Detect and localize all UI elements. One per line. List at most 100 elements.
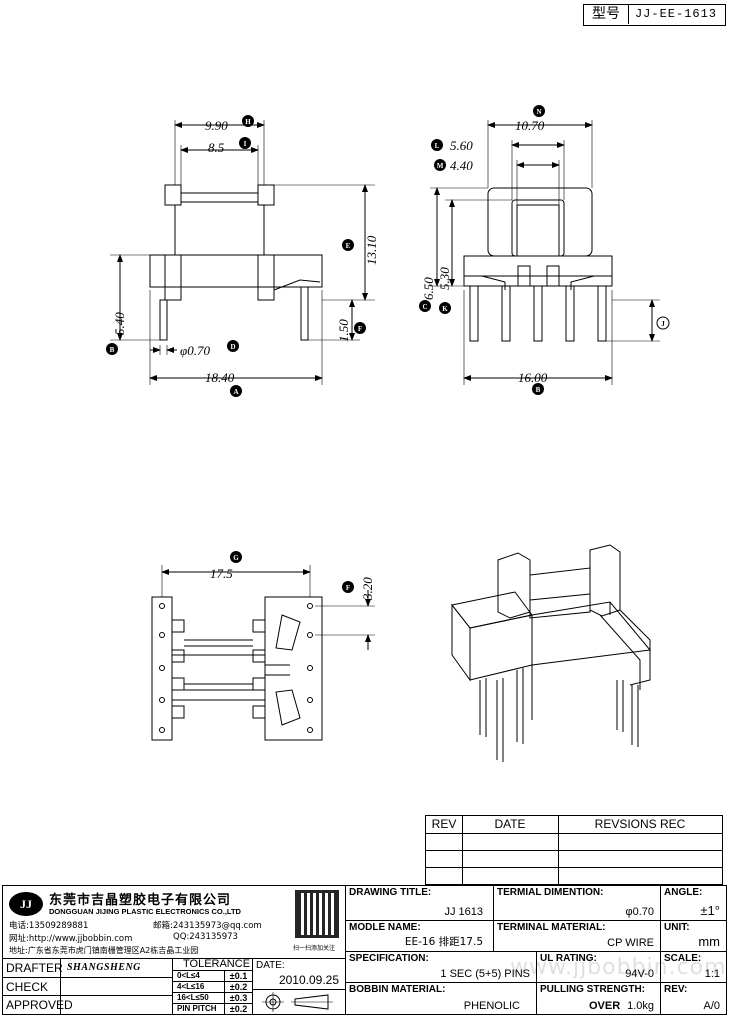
check-label-cell: CHECK: [3, 978, 61, 996]
dim-13-10: 13.10: [364, 235, 379, 265]
terminal-material-label: TERMINAL MATERIAL:: [497, 922, 606, 933]
tolerance-value-1: ±0.1: [225, 971, 253, 982]
company-website: 网址:http://www.jjbobbin.com: [9, 934, 133, 944]
tolerance-range-2: 4<L≤16: [173, 982, 225, 993]
tolerance-header: TOLERANCE: [173, 958, 253, 971]
company-logo: JJ: [9, 892, 43, 916]
qr-caption: 扫一扫添加关注: [293, 945, 336, 952]
dim-18-40: 18.40: [205, 370, 235, 385]
svg-text:M: M: [437, 162, 444, 170]
tag-c: C: [419, 300, 431, 312]
svg-text:C: C: [422, 303, 427, 311]
svg-text:H: H: [245, 118, 251, 126]
terminal-material-value: CP WIRE: [607, 937, 654, 949]
tag-m: M: [434, 159, 446, 171]
tag-f-bottom: F: [342, 581, 354, 593]
dim-5-30: 5.30: [437, 267, 452, 290]
scale-label: SCALE:: [664, 953, 702, 964]
svg-text:B: B: [536, 386, 541, 394]
pulling-over: OVER: [589, 1000, 621, 1012]
drafter-signature: SHANGSHENG: [67, 962, 141, 973]
company-phone: 电话:13509289881: [9, 921, 89, 931]
rev-cell: REV: A/0: [661, 983, 726, 1014]
pulling-strength-value: 1.0kg: [627, 1000, 654, 1012]
bobbin-material-cell: BOBBIN MATERIAL: PHENOLIC: [346, 983, 537, 1014]
qr-code: [295, 890, 339, 938]
tolerance-value-4: ±0.2: [225, 1004, 253, 1014]
terminal-material-cell: TERMINAL MATERIAL: CP WIRE: [494, 921, 661, 952]
scale-cell: SCALE: 1:1: [661, 952, 726, 983]
isometric-view: [451, 544, 651, 762]
pulling-strength-cell: PULLING STRENGTH: OVER 1.0kg: [537, 983, 661, 1014]
ul-rating-cell: UL RATING: 94V-0: [537, 952, 661, 983]
date-label: DATE:: [256, 960, 285, 971]
drafter-label: DRAFTER: [6, 961, 63, 975]
svg-text:E: E: [346, 242, 351, 250]
svg-text:L: L: [435, 142, 440, 150]
technical-drawing: 9.90 8.5 13.10 5.40 1.50 φ0.70 18.40 10.…: [106, 105, 670, 762]
dim-1-50: 1.50: [336, 319, 351, 342]
tag-l: L: [431, 139, 443, 151]
check-value-cell: [61, 978, 173, 996]
tag-k: K: [439, 302, 451, 314]
dim-16-00: 16.00: [518, 370, 548, 385]
model-box: 型号 JJ-EE-1613: [583, 4, 726, 26]
drawing-title-label: DRAWING TITLE:: [349, 887, 432, 898]
unit-label: UNIT:: [664, 922, 690, 933]
company-block: JJ 东莞市吉晶塑胶电子有限公司 DONGGUAN JIJING PLASTIC…: [3, 886, 346, 959]
unit-cell: UNIT: mm: [661, 921, 726, 952]
company-name-en: DONGGUAN JIJING PLASTIC ELECTRONICS CO.,…: [49, 907, 241, 916]
tag-n: N: [533, 105, 545, 117]
model-number: JJ-EE-1613: [634, 7, 717, 21]
angle-value: ±1°: [700, 903, 720, 918]
tag-b-front: B: [106, 343, 118, 355]
dim-4-40: 4.40: [450, 158, 473, 173]
title-block: JJ 东莞市吉晶塑胶电子有限公司 DONGGUAN JIJING PLASTIC…: [2, 885, 727, 1015]
company-address: 地址:广东省东莞市虎门镇南栅管理区A2栋吉晶工业园: [9, 946, 199, 955]
drafter-label-cell: DRAFTER: [3, 959, 63, 978]
tag-a: A: [230, 385, 242, 397]
tag-f-front: F: [354, 322, 366, 334]
drafter-name-cell: SHANGSHENG: [61, 959, 173, 978]
ul-rating-label: UL RATING:: [540, 953, 597, 964]
model-name-cell: MODLE NAME: EE-16 排距17.5: [346, 921, 494, 952]
drawing-title-cell: DRAWING TITLE: JJ 1613: [346, 886, 494, 921]
tolerance-label: TOLERANCE: [183, 958, 251, 970]
side-view: [430, 120, 660, 385]
date-col-header: DATE: [462, 816, 559, 834]
svg-text:N: N: [536, 108, 541, 116]
tag-b-side: B: [532, 383, 544, 395]
check-label: CHECK: [6, 980, 49, 994]
drawing-title-value: JJ 1613: [444, 906, 483, 918]
bobbin-material-value: PHENOLIC: [463, 1000, 520, 1012]
dim-10-70: 10.70: [515, 118, 545, 133]
specification-cell: SPECIFICATION: 1 SEC (5+5) PINS: [346, 952, 537, 983]
angle-label: ANGLE:: [664, 887, 703, 898]
model-name-value: EE-16 排距17.5: [404, 936, 483, 948]
scale-value: 1:1: [704, 968, 720, 980]
tolerance-range-4: PIN PITCH: [173, 1004, 225, 1014]
approved-label: APPROVED: [6, 998, 73, 1012]
bobbin-material-label: BOBBIN MATERIAL:: [349, 984, 446, 995]
svg-text:K: K: [442, 305, 448, 313]
dim-pin-diameter: φ0.70: [180, 343, 210, 358]
ul-rating-value: 94V-0: [625, 968, 654, 980]
svg-text:A: A: [233, 388, 238, 396]
revisions-col-header: REVSIONS REC: [558, 816, 722, 834]
svg-text:J: J: [661, 320, 665, 328]
svg-text:B: B: [110, 346, 115, 354]
tag-h: H: [242, 115, 254, 127]
specification-value: 1 SEC (5+5) PINS: [440, 968, 530, 980]
date-cell: DATE: 2010.09.25: [253, 959, 346, 990]
tolerance-range-1: 0<L≤4: [173, 971, 225, 982]
approved-value-cell: [61, 996, 173, 1014]
dim-17-5: 17.5: [210, 566, 233, 581]
pulling-strength-label: PULLING STRENGTH:: [540, 984, 645, 995]
tag-g: G: [230, 551, 242, 563]
company-qq: QQ:243135973: [173, 932, 238, 942]
svg-text:F: F: [358, 325, 362, 333]
bottom-view: [151, 565, 375, 741]
projection-symbol-icon: [262, 992, 333, 1012]
company-email: 邮箱:243135973@qq.com: [153, 921, 262, 931]
tolerance-value-2: ±0.2: [225, 982, 253, 993]
